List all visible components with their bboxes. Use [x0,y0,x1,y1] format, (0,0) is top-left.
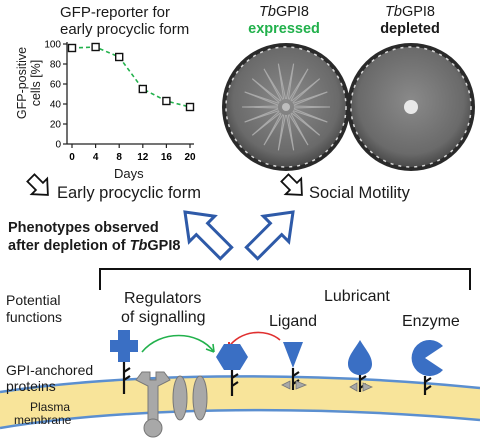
chart-y-label-line2: cells [%] [29,59,43,107]
phenotype-motility-label: Social Motility [309,184,410,202]
phenotype-heading-line1: Phenotypes observed [8,220,159,236]
chart-y-label-line1: GFP-positive [15,46,29,120]
phenotype-heading-tb: Tb [129,238,148,254]
plate-right-prefix: Tb [385,4,402,20]
membrane-inner-edge [0,408,480,430]
plate-right-status: depleted [380,21,440,37]
chart-x-label: Days [114,166,144,181]
phenotype-heading-line2: after depletion of TbGPI8 [8,238,180,254]
functions-label-line2: functions [6,309,63,325]
plate-left-caption: TbGPI8 expressed [229,4,339,38]
plate-left-name: GPI8 [275,4,309,20]
regulators-label-line2: of signalling [121,309,206,326]
ligand-label: Ligand [269,313,318,330]
phenotype-early-label: Early procyclic form [57,184,201,202]
plate-left-status: expressed [248,21,320,37]
enzyme-label: Enzyme [402,313,460,330]
chart-title-line1: GFP-reporter for [60,4,171,21]
chart-title-line2: early procyclic form [60,21,190,38]
phenotype-heading-prefix: after depletion of [8,238,130,254]
regulators-label-line1: Regulators [124,290,202,307]
plasma-membrane-label-line2: membrane [14,413,72,427]
gpi-proteins-label-line1: GPI-anchored [6,362,94,378]
phenotype-heading-gpi8: GPI8 [147,238,181,254]
plasma-membrane-label-line1: Plasma [30,400,71,414]
membrane-outer-edge [0,375,480,394]
plate-left-prefix: Tb [259,4,276,20]
plate-right-caption: TbGPI8 depleted [355,4,465,38]
lubricant-label: Lubricant [324,288,390,305]
gpi-proteins-label-line2: proteins [6,378,56,394]
plate-right-name: GPI8 [401,4,435,20]
functions-label-line1: Potential [6,292,61,308]
